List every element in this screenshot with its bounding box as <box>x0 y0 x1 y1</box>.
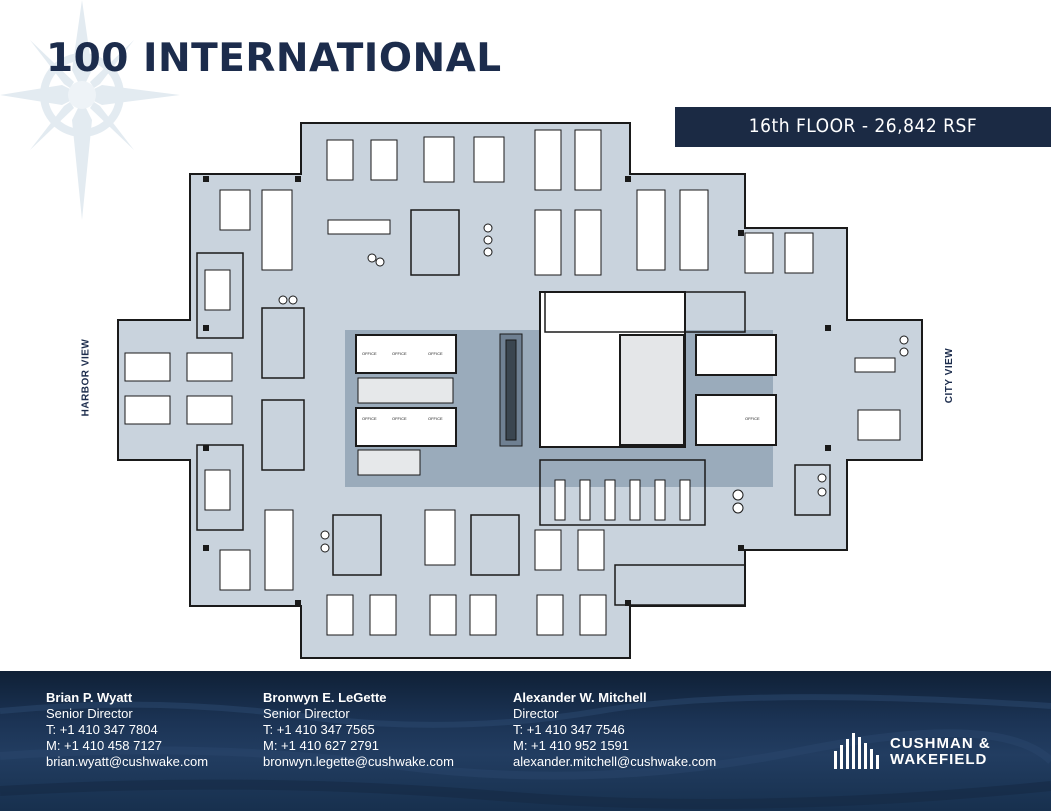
office-label: OFFICE <box>745 416 760 421</box>
office-label: OFFICE <box>362 416 377 421</box>
contact-title: Senior Director <box>263 706 350 721</box>
city-view-label: CITY VIEW <box>944 347 956 404</box>
contact-mobile[interactable]: M: +1 410 952 1591 <box>513 738 630 753</box>
office-label: OFFICE <box>392 351 407 356</box>
harbor-view-label: HARBOR VIEW <box>80 338 92 417</box>
contact-email[interactable]: alexander.mitchell@cushwake.com <box>513 754 717 769</box>
contact-card: Bronwyn E. LeGette Senior Director T: +1… <box>263 690 454 770</box>
contact-mobile[interactable]: M: +1 410 627 2791 <box>263 738 380 753</box>
contact-email[interactable]: bronwyn.legette@cushwake.com <box>263 754 454 769</box>
cushman-wakefield-logo: CUSHMAN & WAKEFIELD <box>832 731 1022 771</box>
contact-title: Senior Director <box>46 706 133 721</box>
building-bars-icon <box>834 733 879 769</box>
office-label: OFFICE <box>392 416 407 421</box>
water-background <box>0 694 1051 809</box>
contact-title: Director <box>513 706 559 721</box>
floor-plan: OFFICE OFFICE OFFICE OFFICE OFFICE OFFIC… <box>117 122 923 659</box>
compass-watermark-icon <box>0 0 180 220</box>
contact-name: Bronwyn E. LeGette <box>263 690 387 705</box>
contact-phone[interactable]: T: +1 410 347 7546 <box>513 722 625 737</box>
office-label: OFFICE <box>362 351 377 356</box>
office-label: OFFICE <box>428 416 443 421</box>
logo-line-1: CUSHMAN & <box>890 735 991 752</box>
contact-card: Alexander W. Mitchell Director T: +1 410… <box>513 690 716 770</box>
logo-line-2: WAKEFIELD <box>890 751 988 768</box>
footer: Brian P. Wyatt Senior Director T: +1 410… <box>0 671 1051 811</box>
contact-phone[interactable]: T: +1 410 347 7565 <box>263 722 375 737</box>
contact-name: Alexander W. Mitchell <box>513 690 647 705</box>
office-label: OFFICE <box>428 351 443 356</box>
floor-banner: 16th FLOOR - 26,842 RSF <box>675 107 1051 147</box>
page-title: 100 INTERNATIONAL <box>46 36 502 81</box>
contact-card: Brian P. Wyatt Senior Director T: +1 410… <box>46 690 208 770</box>
contact-name: Brian P. Wyatt <box>46 690 133 705</box>
contact-mobile[interactable]: M: +1 410 458 7127 <box>46 738 163 753</box>
office-block-north <box>355 334 457 374</box>
contact-email[interactable]: brian.wyatt@cushwake.com <box>46 754 209 769</box>
office-block-south <box>355 407 457 447</box>
contact-phone[interactable]: T: +1 410 347 7804 <box>46 722 158 737</box>
floor-label: 16th FLOOR - 26,842 RSF <box>748 115 978 137</box>
